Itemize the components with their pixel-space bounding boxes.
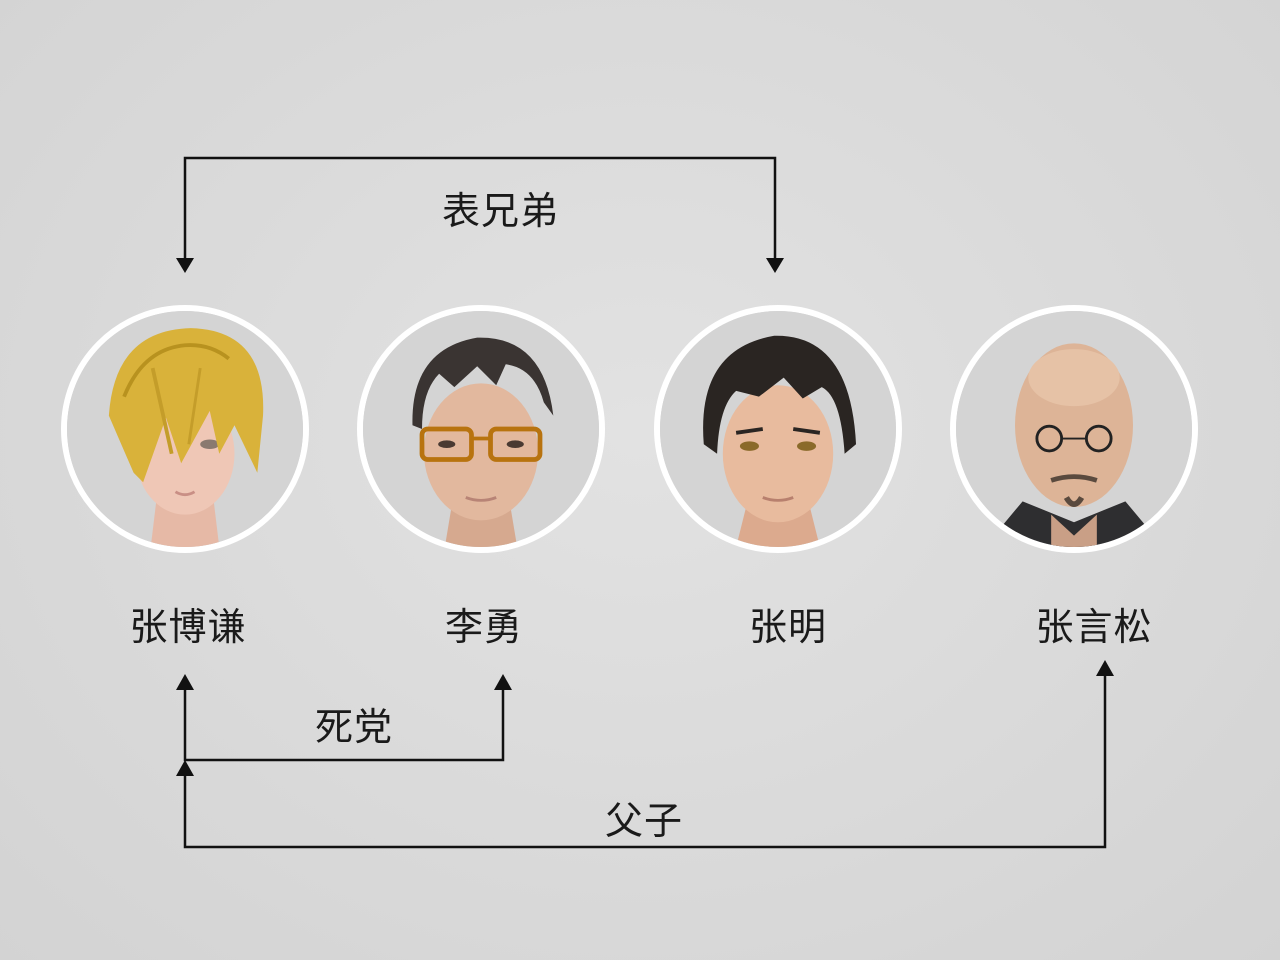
connector-best-friends [183, 686, 505, 762]
portrait-zhang-yansong [950, 305, 1198, 553]
arrow-father-son-right [1096, 660, 1114, 676]
person-name-zhang-ming: 张明 [748, 605, 827, 649]
blond-hair-portrait-icon [67, 311, 303, 547]
person-name-zhang-yansong: 张言松 [1035, 605, 1153, 649]
connector-father-son [183, 672, 1107, 849]
relation-label-father-son: 父子 [605, 799, 684, 843]
connector-cousins [183, 156, 777, 262]
glasses-man-portrait-icon [363, 311, 599, 547]
person-name-li-yong: 李勇 [444, 605, 523, 649]
arrow-best-friends-left [176, 674, 194, 690]
portrait-li-yong [357, 305, 605, 553]
relation-label-cousins: 表兄弟 [442, 189, 560, 233]
person-name-zhang-boqian: 张博谦 [129, 605, 247, 649]
bald-man-portrait-icon [956, 311, 1192, 547]
portrait-zhang-boqian [61, 305, 309, 553]
arrow-best-friends-right [494, 674, 512, 690]
portrait-zhang-ming [654, 305, 902, 553]
arrow-cousins-right [766, 258, 784, 273]
relation-label-best-friends: 死党 [315, 705, 394, 749]
arrow-father-son-left [176, 760, 194, 776]
arrow-cousins-left [176, 258, 194, 273]
dark-hair-man-portrait-icon [660, 311, 896, 547]
